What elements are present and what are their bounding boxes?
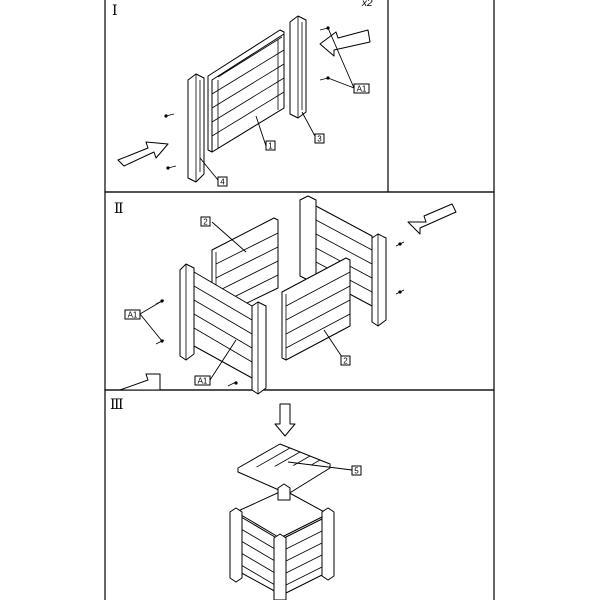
- callout-part-2-back: 2: [200, 216, 211, 227]
- a1-leader-bottom: [209, 339, 237, 381]
- a1-leader-step-1: [327, 27, 355, 89]
- step-2-numeral: Ⅱ: [114, 201, 124, 217]
- callout-part-5: 5: [351, 465, 362, 476]
- step-3-arrow-down: [274, 403, 296, 437]
- part-2-back-leader: [211, 221, 247, 253]
- step-3-frame: [104, 389, 495, 600]
- part-3-leader: [301, 111, 317, 139]
- svg-text:2: 2: [343, 357, 348, 366]
- part-1-panel: [207, 29, 285, 153]
- callout-a1-bottom: A1: [194, 375, 211, 386]
- part-2-front-leader: [323, 329, 345, 361]
- svg-text:A1: A1: [128, 311, 138, 320]
- step-1-arrow-right: [319, 29, 371, 57]
- callout-part-4: 4: [217, 176, 228, 187]
- step-1-numeral: Ⅰ: [112, 3, 118, 19]
- step-2-arrow-right: [407, 203, 457, 235]
- step-1-drawing: 1 3 4 A1: [117, 15, 371, 187]
- part-4-post: [187, 73, 205, 183]
- step-2-arrow-left: [119, 373, 161, 391]
- callout-part-1: 1: [265, 140, 276, 151]
- svg-text:5: 5: [354, 467, 359, 476]
- svg-text:2: 2: [203, 218, 208, 227]
- callout-part-3: 3: [314, 133, 325, 144]
- panel-frames: [104, 0, 495, 600]
- svg-text:A1: A1: [357, 85, 367, 94]
- part-5-leader: [287, 461, 353, 471]
- step-1-arrow-left: [117, 141, 169, 167]
- step-3-numeral: Ⅲ: [110, 397, 124, 413]
- assembled-frame-front: [179, 263, 267, 395]
- callout-part-2-front: 2: [340, 355, 351, 366]
- svg-text:3: 3: [317, 135, 322, 144]
- svg-text:A1: A1: [198, 377, 208, 386]
- svg-text:1: 1: [268, 142, 273, 151]
- part-4-leader: [199, 157, 219, 181]
- callout-a1-step-1: A1: [353, 83, 370, 94]
- part-3-post: [289, 15, 307, 119]
- step-3-drawing: 5: [229, 403, 362, 600]
- planter-box: [229, 483, 335, 600]
- step-2-drawing: 2 2 A1 A1: [119, 195, 457, 395]
- part-2-panel-front: [281, 257, 351, 361]
- part-1-leader: [255, 115, 267, 147]
- svg-text:4: 4: [220, 178, 225, 187]
- a1-leader-left: [139, 300, 163, 342]
- callout-a1-left: A1: [124, 309, 141, 320]
- step-1-quantity: x2: [361, 0, 373, 9]
